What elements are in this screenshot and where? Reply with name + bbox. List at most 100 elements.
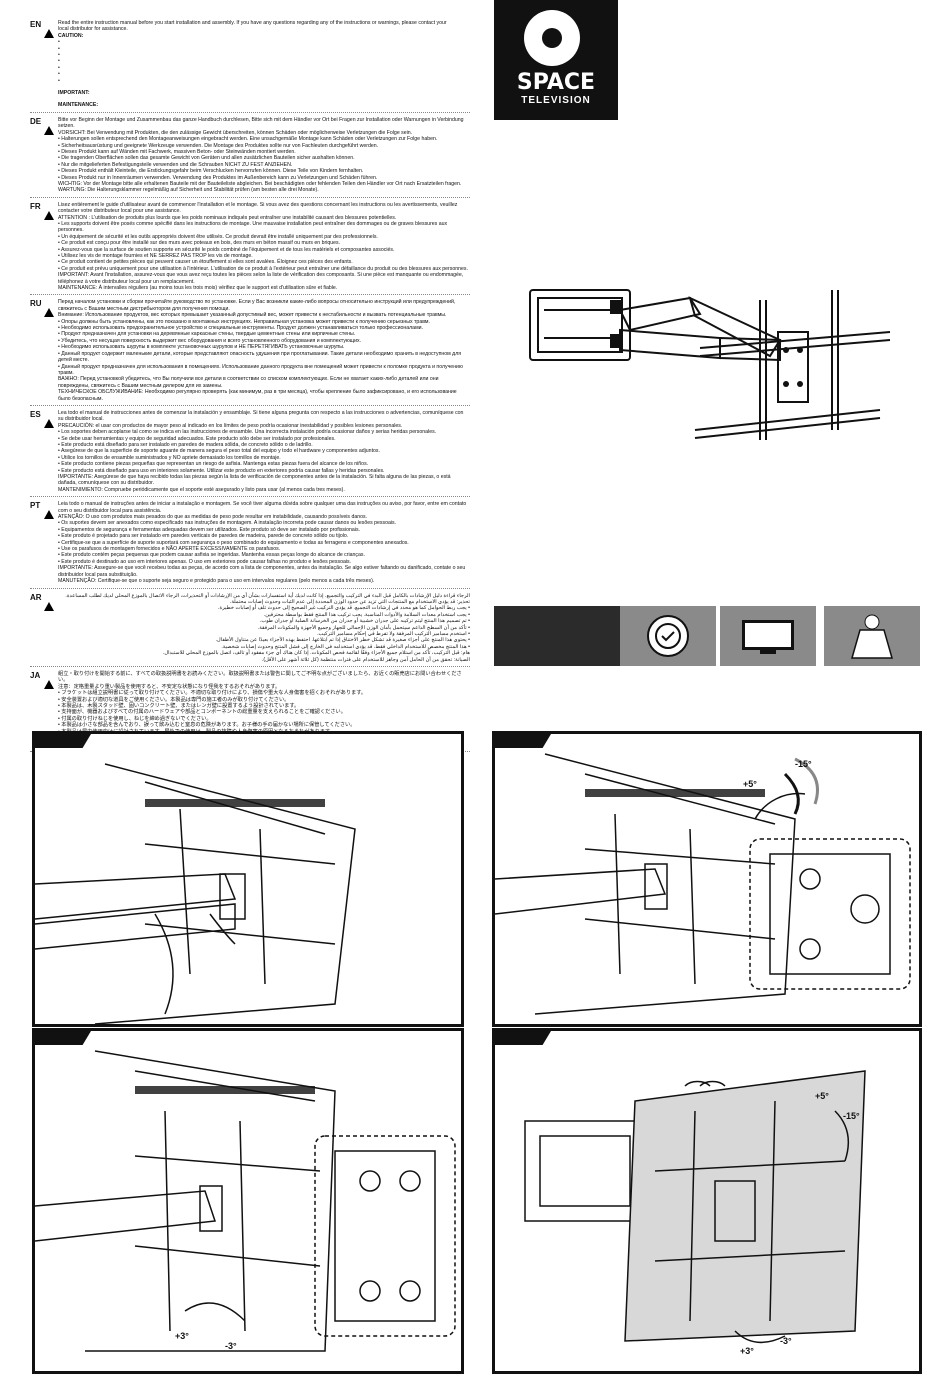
instruction-line: • يحتوي هذا المنتج على أجزاء صغيرة قد تش… [215,637,470,644]
icon-strip [494,606,920,666]
lang-text: Lea todo el manual de instrucciones ante… [58,410,470,493]
step-4-illustration [524,1070,866,1344]
warning-icon [44,418,54,428]
instruction-line: • Необходимо использовать предохранитель… [58,325,423,332]
rotate-plus-label: +3° [740,1346,754,1356]
instruction-line: • Sicherheitsausrüstung und geeignete We… [58,142,379,149]
instruction-line: IMPORTANTE: Assegure-se que você recebeu… [58,565,466,578]
lang-text: Bitte vor Beginn der Montage und Zusamme… [58,117,470,194]
instruction-line: 注意：定格重量より重い製品を使用すると、不安定な状態になり怪我をするおそれがあり… [58,683,281,690]
instruction-line: IMPORTANTE: Asegúrese de que haya recibi… [58,474,451,487]
instruction-line: • Dieses Produkt nur in Innenräumen verw… [58,174,378,181]
instruction-line: • Опоры должны быть установлены, как это… [58,318,430,325]
instruction-line: ТЕХНИЧЕСКОЕ ОБСЛУЖИВАНИЕ: Необходимо рег… [58,389,457,402]
instruction-line: • Asegúrese de que la superficie de sopo… [58,448,380,455]
instruction-line: • Halterungen sollen entsprechend den Mo… [58,136,438,143]
warning-icon [44,510,54,520]
instruction-line: • Os suportes devem ser anexados como es… [58,520,397,527]
instruction-line: • ブラケットは組立説明書に従って取り付けてください。不適切な取り付けにより、損… [58,690,367,697]
instruction-line: • Ce produit est conçu pour être install… [58,240,341,247]
instruction-line: • Данный продукт содержит маленькие дета… [58,350,462,364]
instruction-line: Lea todo el manual de instrucciones ante… [58,409,464,423]
instruction-line: • 本製品は、木製スタッド壁、固いコンクリート壁、またはレンガ壁に設置するよう設… [58,703,300,709]
instruction-line: Lisez entièrement le guide d'utilisateur… [58,201,458,215]
bullet: • [58,58,60,65]
warning-icon [44,29,54,38]
instruction-line: WARTUNG: Die Halterungsklammer regelmäßi… [58,187,319,194]
instruction-line: Перед началом установки и сборки прочита… [58,299,456,312]
lang-text: Перед началом установки и сборки прочита… [58,299,470,402]
maintenance-heading: MAINTENANCE: [58,102,99,109]
instruction-line: • Los soportes deben acoplarse tal como … [58,429,437,436]
instruction-line: • 支持面が、機器およびすべての付属のハードウェアや部品とコンポーネントの総重量… [58,709,346,716]
rotate-plus-label: +3° [175,1331,189,1341]
lang-code: AR [30,592,42,602]
warning-icon [44,210,54,220]
instruction-line: • Este producto está diseñado para uso e… [58,467,385,474]
bullet: • [58,45,60,52]
instruction-line: Leia todo o manual de instruções antes d… [58,501,467,514]
step-panel-1 [32,731,464,1027]
warning-icon [44,679,54,689]
instruction-line: VORSICHT: Bei Verwendung mit Produkten, … [58,129,413,136]
instruction-line: الصيانة: تحقق من أن الحامل آمن وجاهز للا… [261,656,470,663]
instruction-line: • 安全装置および適切な道具をご使用ください。本製品は専門の施工者のみが取り付け… [58,696,290,703]
instruction-line: MANTENIMIENTO: Compruebe periódicamente … [58,486,345,493]
instruction-line: • Equipamentos de segurança e ferramenta… [58,526,361,533]
bullet: • [58,77,60,84]
safety-badge-icon [647,615,689,657]
instruction-line: • Assurez-vous que la surface de soutien… [58,246,395,253]
tilt-minus-label: -15° [843,1111,860,1121]
instruction-line: • Este produto é projetado para ser inst… [58,533,349,540]
step-panel-3: +3° -3° [32,1028,464,1374]
lang-block-en: EN Read the entire instruction manual bef… [30,20,470,113]
instruction-line: ВАЖНО: Перед установкой убедитесь, что В… [58,376,439,389]
lang-text: الرجاء قراءة دليل الإرشادات بالكامل قبل … [58,593,470,663]
step-1-illustration [35,763,356,1024]
instruction-line: • Use os parafusos de montagem fornecido… [58,546,281,553]
tilt-plus-label: +5° [743,779,757,789]
tilt-plus-label: +5° [815,1091,829,1101]
instruction-line: تحذير: قد يؤدي الاستخدام مع المنتجات الت… [229,598,470,605]
lang-text: Lisez entièrement le guide d'utilisateur… [58,202,470,292]
important-heading: IMPORTANT: [58,90,90,97]
warning-icon [44,308,54,318]
instruction-line: • Ce produit est prévu uniquement pour u… [58,265,468,272]
lang-code: EN [30,20,42,29]
instruction-line: • Les supports doivent être posés comme … [58,220,448,234]
bullet: • [58,52,60,59]
tilt-minus-label: -15° [795,759,812,769]
strip-box-tv [720,606,816,666]
instruction-line: • Este producto está diseñado para ser i… [58,441,313,448]
lang-code: JA [30,670,41,680]
bullet: • [58,71,60,78]
instruction-line: PRECAUCIÓN: el usar con productos de may… [58,422,403,429]
space-television-logo: SPACE TELEVISION [494,0,618,120]
step-tab [495,734,551,748]
instruction-line: • Необходимо использовать шурупы в компл… [58,344,345,351]
logo-sub: TELEVISION [521,95,591,106]
instruction-line: • 本製品は小さな部品を含んでおり、誤って飲み込むと窒息の危険があります。お子様… [58,722,356,729]
wall-mount-product-illustration [529,289,891,440]
warning-icon [44,601,54,611]
lang-text: Read the entire instruction manual befor… [58,20,470,109]
bullet: • [58,64,60,71]
step-tab [35,734,91,748]
strip-dark-block [494,606,620,666]
instruction-line: • استخدم مسامير التركيب المرفقة ولا تفرط… [317,630,470,637]
instruction-line: • Dieses Produkt enthält Kleinteile, die… [58,168,364,175]
instruction-line: • Certifique-se que a superfície de supo… [58,539,409,546]
instruction-line: • هذا المنتج مخصص للاستخدام الداخلي فقط.… [221,643,470,650]
instruction-line: • يجب ربط الحوامل كما هو محدد في إرشادات… [218,605,470,612]
lang-text: Leia todo o manual de instruções antes d… [58,501,470,584]
instruction-line: • تم تصميم هذا المنتج ليتم تركيبه على جد… [259,618,470,625]
instruction-line: • Utilice los tornillos de ensamble sumi… [58,454,281,461]
instruction-line: • Убедитесь, что несущая поверхность выд… [58,337,362,344]
instruction-line: ATTENTION : L'utilisation de produits pl… [58,214,397,221]
instruction-line: • Utilisez les vis de montage fournies e… [58,253,253,259]
tv-icon [742,620,794,654]
instruction-line: • Продукт предназначен для установки на … [58,331,356,338]
